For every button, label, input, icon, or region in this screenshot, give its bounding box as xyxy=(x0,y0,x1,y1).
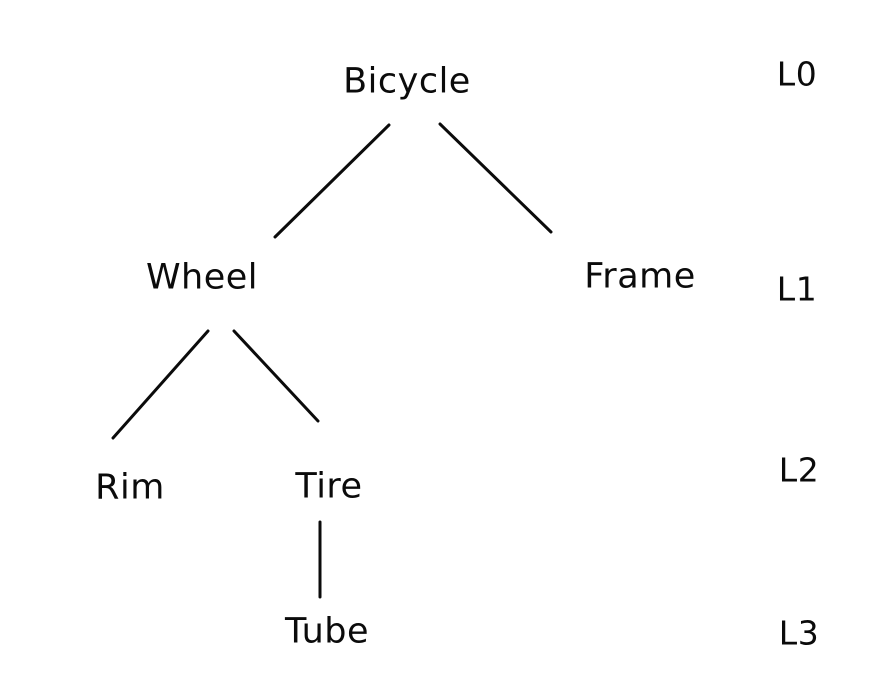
edge-bicycle-frame xyxy=(438,122,553,234)
node-frame: Frame xyxy=(584,256,696,297)
node-rim: Rim xyxy=(95,467,165,508)
node-wheel: Wheel xyxy=(145,257,259,298)
node-tube: Tube xyxy=(285,611,369,652)
level-label-l1: L1 xyxy=(776,269,818,309)
edge-wheel-tire xyxy=(232,329,320,423)
level-label-l2: L2 xyxy=(778,450,820,490)
node-tire: Tire xyxy=(295,466,363,507)
level-label-l3: L3 xyxy=(778,613,820,653)
edge-bicycle-wheel xyxy=(273,123,391,239)
level-label-l0: L0 xyxy=(776,54,818,94)
edge-wheel-rim xyxy=(111,329,210,440)
node-bicycle: Bicycle xyxy=(343,61,471,102)
